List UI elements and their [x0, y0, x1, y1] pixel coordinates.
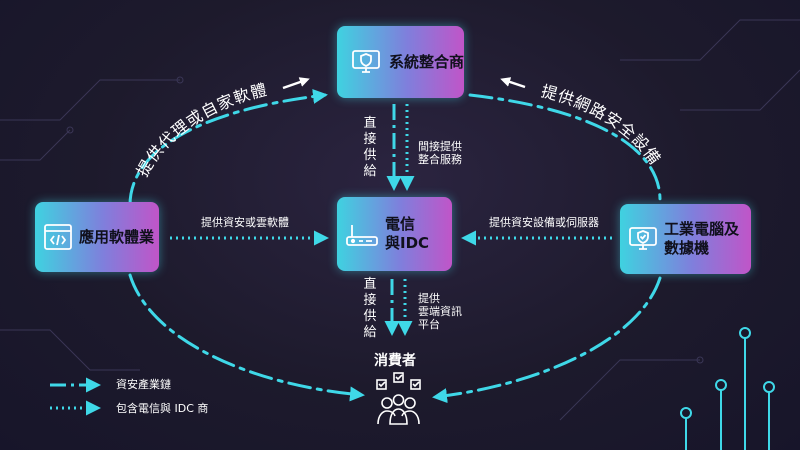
arc-app-to-consumer — [128, 273, 365, 402]
arc-ipc-to-consumer — [432, 276, 662, 404]
arc-app-to-si — [128, 88, 328, 207]
connectors — [170, 104, 612, 336]
white-direction-arrows — [282, 77, 526, 90]
circuit-pins-decoration — [680, 327, 775, 450]
node-system-integrator: 系統整合商 — [337, 26, 464, 98]
node-label-telecom-idc: 電信 與IDC — [385, 215, 430, 252]
node-label-system-integrator: 系統整合商 — [389, 52, 465, 71]
edge-label-ipc-to-telecom: 提供資安設備或伺服器 — [489, 216, 599, 229]
router-icon — [345, 219, 379, 249]
legend-lines — [50, 377, 101, 416]
edge-label-si-to-telecom-direct: 直接供給 — [363, 116, 377, 179]
white-arrow-left — [282, 77, 310, 90]
monitor-shield-check-icon — [628, 224, 658, 254]
edge-label-app-to-si: 提供代理或自家軟體 — [133, 80, 270, 180]
node-label-industrial-pc-storage: 工業電腦及 數據機 — [664, 220, 740, 257]
node-application-software: 應用軟體業 — [35, 202, 159, 272]
edge-label-si-to-telecom-indirect: 間接提供 整合服務 — [418, 140, 462, 166]
consumers-icon — [376, 372, 421, 425]
node-label-application-software: 應用軟體業 — [79, 227, 155, 246]
legend-label-telecom-idc: 包含電信與 IDC 商 — [116, 402, 209, 415]
edge-label-ipc-to-si: 提供網路安全設備 — [539, 81, 665, 168]
arc-si-to-ipc — [468, 93, 662, 202]
white-arrow-right — [500, 77, 526, 89]
monitor-shield-icon — [351, 47, 381, 77]
circuit-decoration — [0, 19, 800, 421]
node-telecom-idc: 電信 與IDC — [337, 197, 452, 271]
node-industrial-pc-storage: 工業電腦及 數據機 — [620, 204, 751, 274]
consumer-label: 消費者 — [374, 353, 416, 369]
legend-label-supply-chain: 資安產業鏈 — [116, 378, 171, 391]
supply-chain-ellipse — [128, 88, 662, 404]
code-window-icon — [43, 223, 73, 251]
edge-label-telecom-to-consumer-cloud: 提供 雲端資訊 平台 — [418, 292, 462, 331]
edge-label-app-to-telecom: 提供資安或雲軟體 — [201, 216, 289, 229]
edge-label-telecom-to-consumer-direct: 直接供給 — [363, 277, 377, 340]
